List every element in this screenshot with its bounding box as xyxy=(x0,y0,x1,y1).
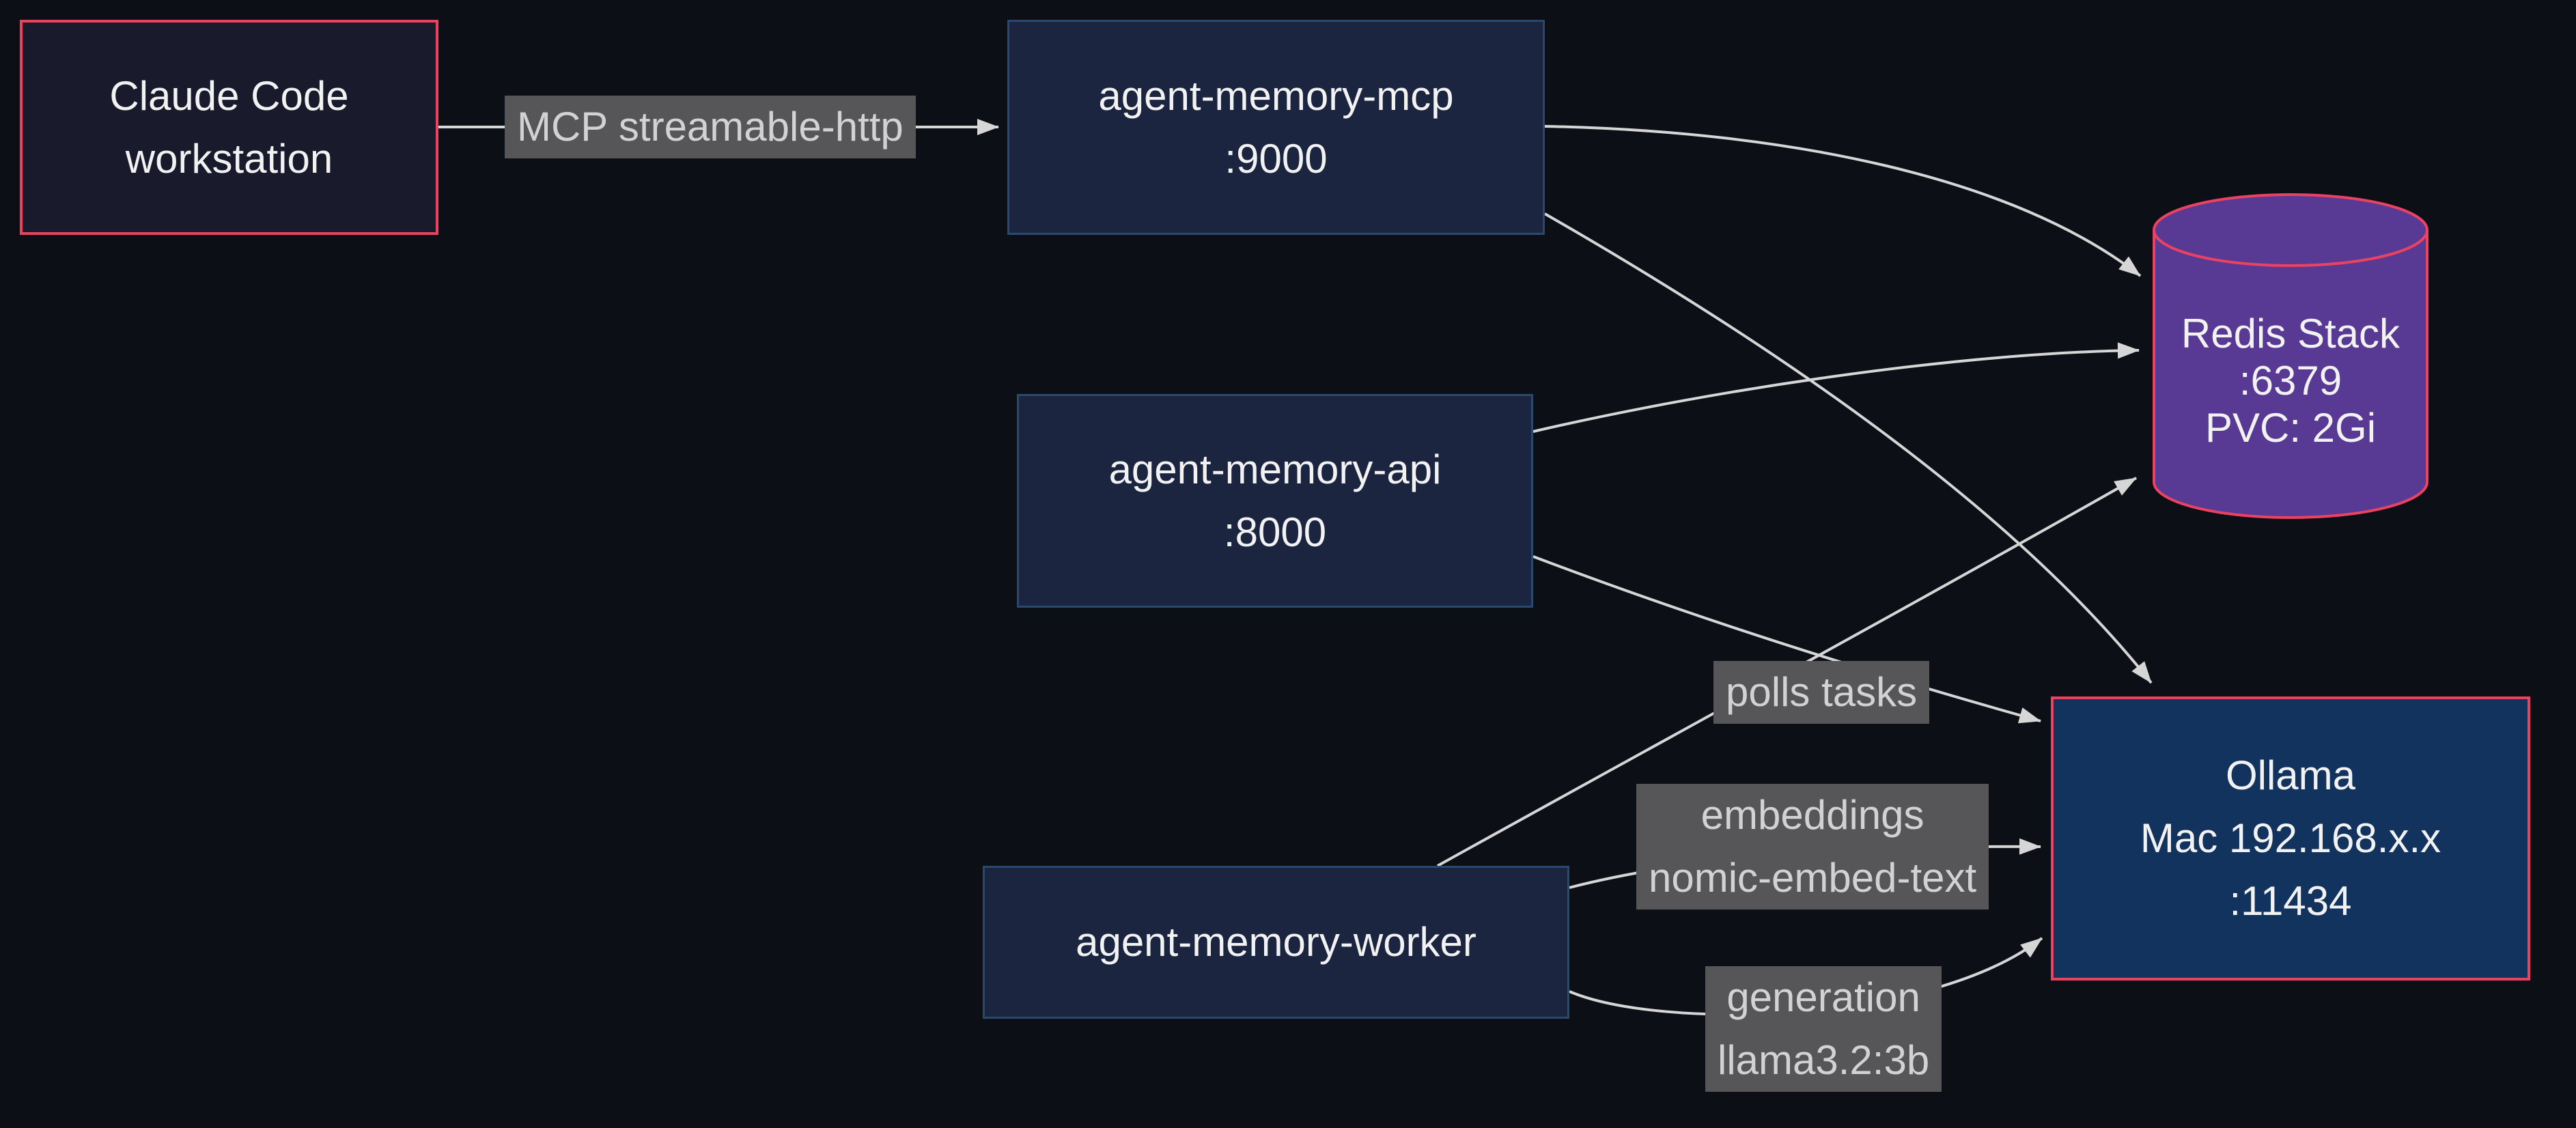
node-label: agent-memory-api xyxy=(1108,446,1442,492)
node-agent-memory-mcp: agent-memory-mcp :9000 xyxy=(1007,20,1545,235)
edge-api-to-redis xyxy=(1532,342,2140,433)
node-agent-memory-api: agent-memory-api :8000 xyxy=(1017,394,1533,608)
node-port: :8000 xyxy=(1223,509,1327,555)
edge-label-polls-tasks: polls tasks xyxy=(1713,661,1930,724)
node-host: Mac 192.168.x.x xyxy=(2140,815,2441,861)
node-ollama: Ollama Mac 192.168.x.x :11434 xyxy=(2051,696,2530,981)
node-label: agent-memory-mcp xyxy=(1098,72,1454,119)
edge-label-embeddings: embeddings nomic-embed-text xyxy=(1636,784,1989,910)
node-label: agent-memory-worker xyxy=(1076,919,1476,965)
node-redis-stack: Redis Stack :6379 PVC: 2Gi xyxy=(2153,254,2428,507)
node-claude-code-workstation: Claude Code workstation xyxy=(20,20,438,235)
node-port: :11434 xyxy=(2229,878,2352,924)
node-label: workstation xyxy=(125,135,333,182)
node-port: :6379 xyxy=(2239,357,2342,404)
edge-mcp-to-ollama xyxy=(1544,212,2153,684)
edge-label-generation: generation llama3.2:3b xyxy=(1705,966,1942,1092)
node-label: Claude Code xyxy=(109,72,349,119)
node-pvc: PVC: 2Gi xyxy=(2204,404,2377,451)
node-label: Redis Stack xyxy=(2181,310,2400,356)
node-agent-memory-worker: agent-memory-worker xyxy=(983,866,1569,1019)
node-label: Ollama xyxy=(2225,752,2356,798)
redis-cylinder-shape xyxy=(2153,193,2428,519)
edge-api-to-ollama xyxy=(1532,555,2041,724)
edge-label-mcp-streamable-http: MCP streamable-http xyxy=(505,96,916,158)
node-port: :9000 xyxy=(1224,135,1328,182)
edge-mcp-to-redis xyxy=(1544,125,2142,277)
